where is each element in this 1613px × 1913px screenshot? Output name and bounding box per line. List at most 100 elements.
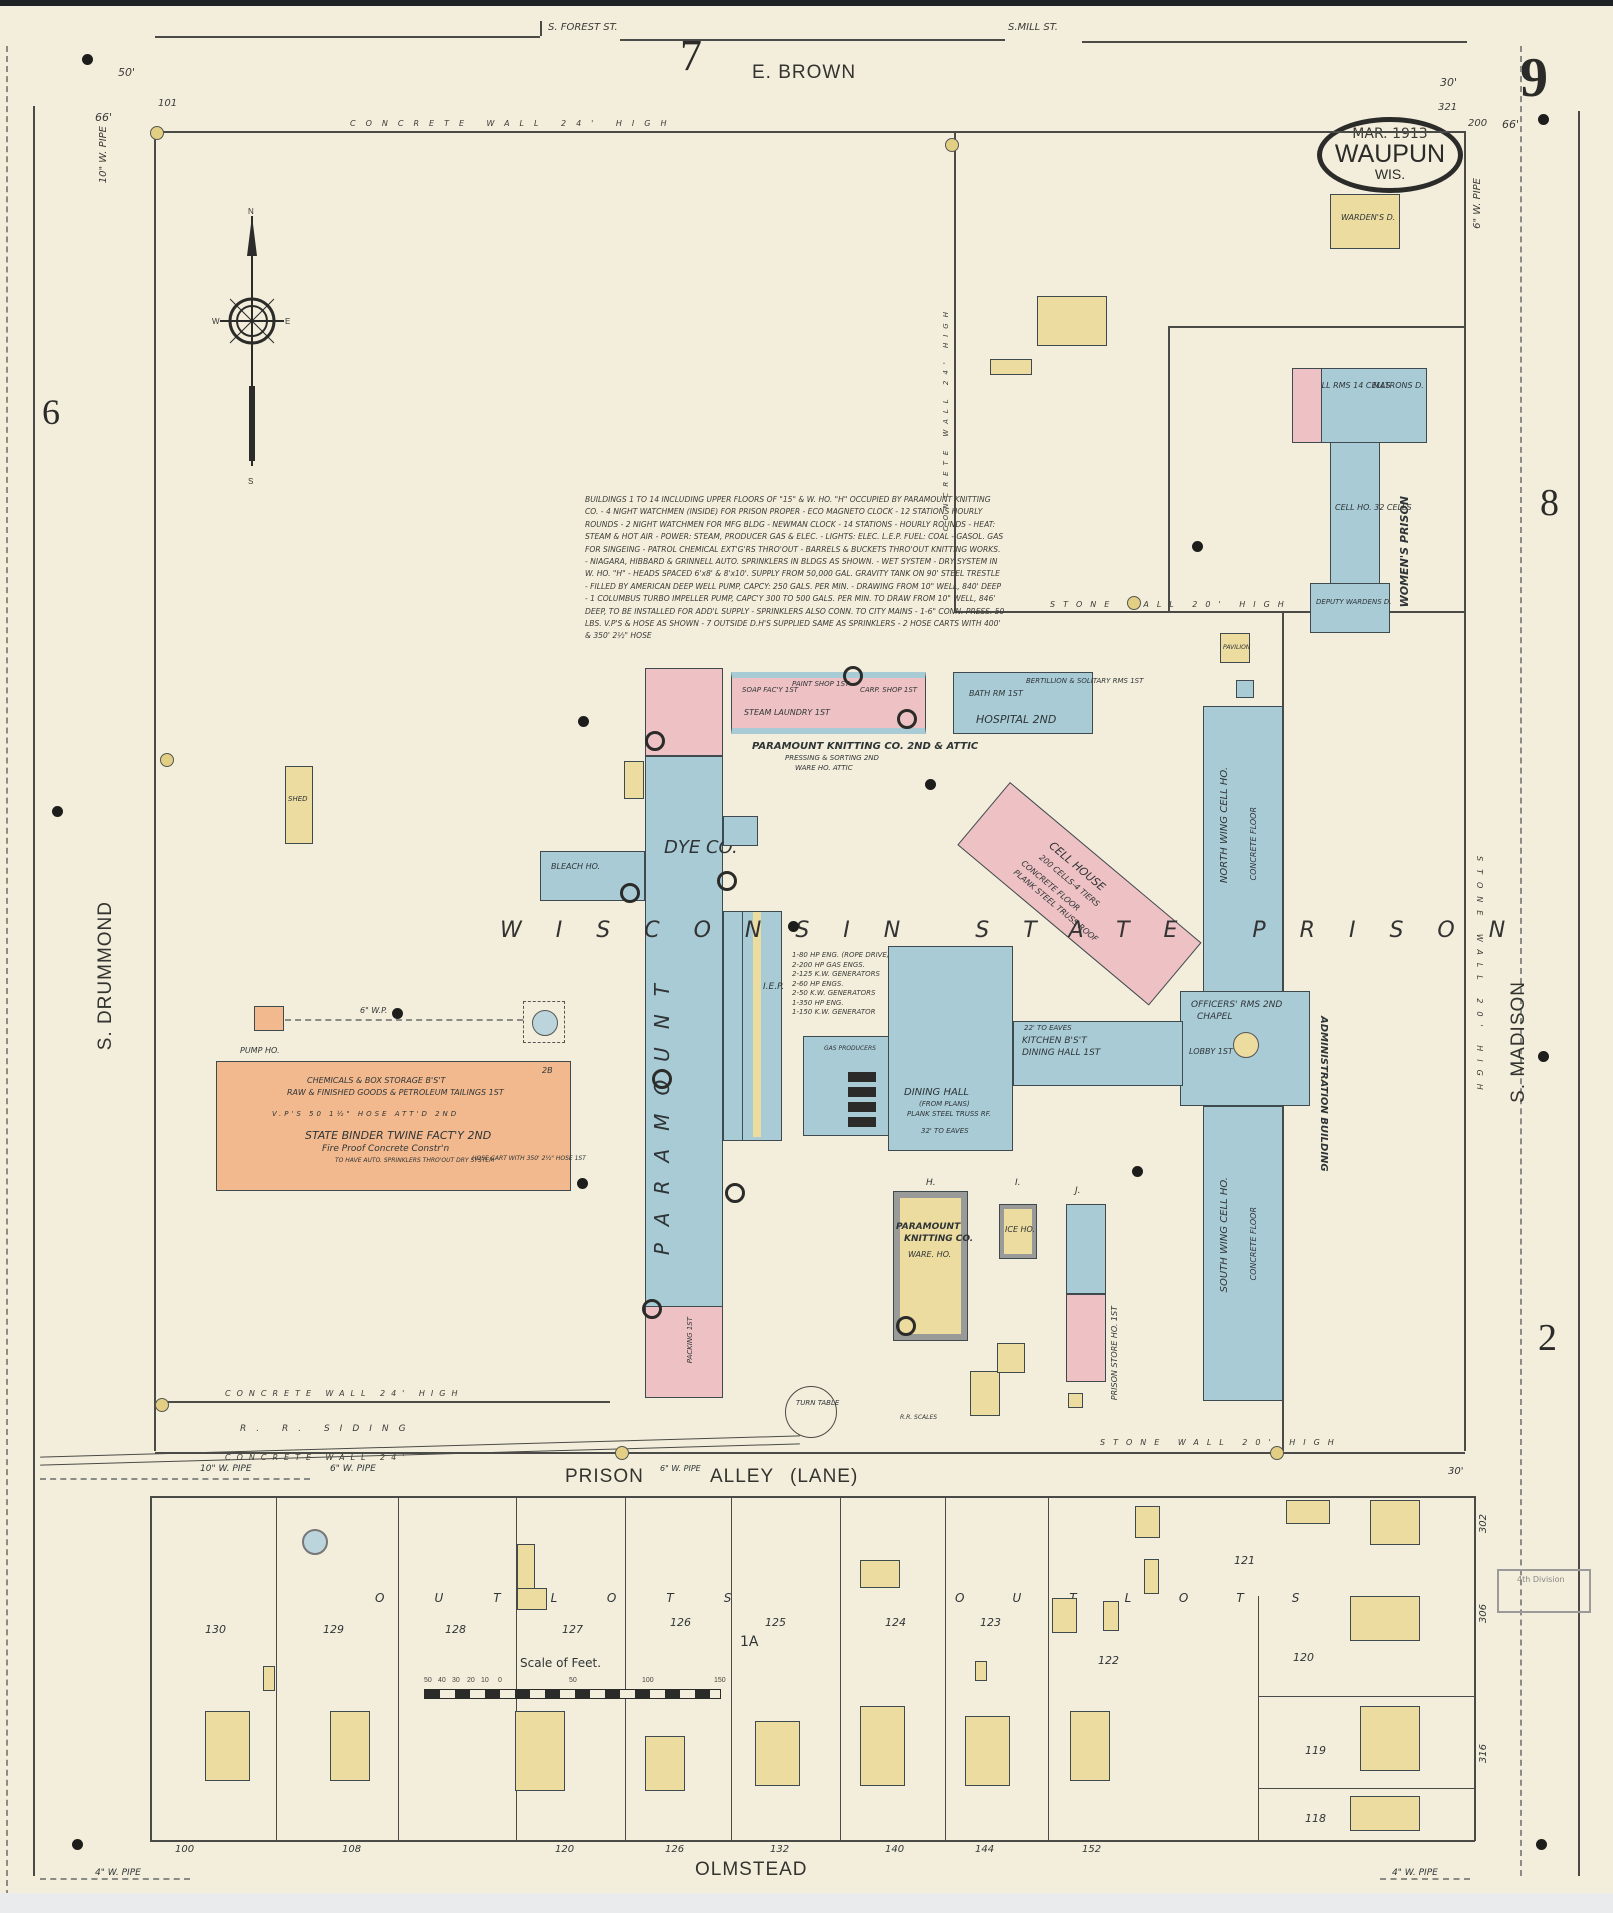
address-label: 101 — [158, 98, 178, 109]
gravity-tank-trestle — [523, 1001, 565, 1043]
building-label: DEPUTY WARDENS D. — [1316, 598, 1392, 606]
wall-label: STONE WALL 20' HIGH — [1475, 856, 1484, 1098]
boiler-icon — [848, 1117, 876, 1127]
stamp-text: 4th Division — [1517, 1575, 1565, 1584]
building-label: DYE CO. — [664, 837, 738, 858]
building-label: SHED — [288, 795, 308, 803]
compass-rose: N S W E — [212, 206, 292, 486]
building-dwelling — [517, 1588, 547, 1610]
building-label: SOAP FAC'Y 1ST — [742, 686, 799, 694]
wall-label: CONCRETE WALL 24' HIGH — [225, 1389, 464, 1398]
building-label: (FROM PLANS) — [919, 1100, 970, 1108]
building-dwelling — [1350, 1596, 1420, 1641]
letter: S — [1291, 1591, 1348, 1605]
alley-name-2: ALLEY — [710, 1466, 775, 1487]
building-label: SOUTH WING CELL HO. — [1219, 1177, 1230, 1293]
scale-tick: 0 — [498, 1677, 502, 1684]
top-boundary-line — [155, 36, 540, 38]
building-deputy-wardens: DEPUTY WARDENS D. — [1310, 583, 1392, 633]
water-pipe — [285, 1019, 523, 1021]
building-dwelling — [1360, 1706, 1420, 1771]
map-sheet: S. FOREST ST. S.MILL ST. 7 E. BROWN 9 6 … — [0, 6, 1613, 1896]
lot-line — [731, 1496, 732, 1841]
building-label: RAW & FINISHED GOODS & PETROLEUM TAILING… — [287, 1088, 504, 1097]
address-label: 132 — [770, 1844, 790, 1855]
fire-hydrant-icon — [1538, 1051, 1549, 1062]
building-label: CARP. SHOP 1ST — [860, 686, 918, 694]
outlot-number: 130 — [205, 1623, 226, 1636]
lot-line — [398, 1496, 399, 1841]
address-label: 108 — [342, 1844, 362, 1855]
bridge — [753, 912, 761, 1137]
boiler-icon — [848, 1087, 876, 1097]
dimension-label: 30' — [1440, 76, 1458, 89]
scale-tick: 30 — [452, 1677, 460, 1684]
equipment-line: 2-60 HP ENGS. — [792, 979, 844, 988]
outlots-label: OUTLOTS — [375, 1591, 781, 1605]
building-paramount-knitting-works: DYE CO. — [645, 756, 738, 1326]
wall-north — [154, 131, 1464, 133]
wall-label: STONE WALL 20' HIGH — [1050, 600, 1292, 609]
pipe-label: 6" W. PIPE — [660, 1464, 701, 1473]
street-west: S. DRUMMOND — [95, 901, 116, 1051]
fire-hydrant-icon — [1132, 1166, 1143, 1177]
outlot-number: 122 — [1098, 1654, 1119, 1667]
building-label: I.E.P. — [763, 982, 785, 992]
lot-line — [945, 1496, 946, 1841]
paramount-vertical-label: PARAMOUNT — [650, 966, 674, 1256]
building-tobacco-factory — [1066, 1294, 1106, 1382]
letter: S — [723, 1591, 782, 1605]
building-north-wing-cell-house: NORTH WING CELL HO. CONCRETE FLOOR — [1203, 706, 1283, 1006]
top-boundary-line — [620, 39, 1005, 41]
building-coal-shed — [997, 1343, 1025, 1373]
building-label: CELL RMS 14 CELLS — [1311, 381, 1391, 390]
building-administration: OFFICERS' RMS 2ND CHAPEL LOBBY 1ST — [1180, 991, 1310, 1106]
letter: U — [434, 1591, 494, 1605]
block-number: 1A — [740, 1634, 759, 1650]
block-boundary-north — [150, 1496, 1475, 1498]
pipe-label: 10" W. PIPE — [98, 126, 109, 184]
guard-house-icon — [1127, 596, 1141, 610]
building-dwelling — [860, 1706, 905, 1786]
lot-line — [276, 1496, 277, 1841]
letter: T — [666, 1591, 724, 1605]
scale-tick: 50 — [424, 1677, 432, 1684]
building-dwelling — [515, 1711, 565, 1791]
fire-hydrant-icon — [1538, 114, 1549, 125]
building-womens-cell-house: CELL HO. 32 CELLS — [1330, 442, 1412, 602]
building-label: CHAPEL — [1197, 1012, 1233, 1022]
building-ice-house: ICE HO. — [999, 1204, 1037, 1259]
building-label: KITCHEN B'S'T — [1022, 1036, 1087, 1046]
wall-south-inner — [155, 1401, 610, 1403]
street-north: E. BROWN — [752, 62, 857, 83]
building-label: DINING HALL — [904, 1087, 969, 1098]
letter: U — [1012, 1591, 1070, 1605]
building-dwelling — [1286, 1500, 1330, 1524]
prison-store-label: PRISON STORE HO. 1ST — [1110, 1306, 1119, 1401]
address-label: 152 — [1082, 1844, 1102, 1855]
lot-line — [1258, 1596, 1259, 1841]
wall-east — [1464, 131, 1466, 1451]
sheet-number: 9 — [1520, 47, 1548, 109]
address-label: 140 — [885, 1844, 905, 1855]
edge-dash — [1520, 46, 1522, 1876]
lot-line — [516, 1496, 517, 1841]
auto-sprinkler-icon — [620, 883, 640, 903]
paramount-upper-sub: WARE HO. ATTIC — [795, 764, 853, 772]
auto-sprinkler-icon — [897, 709, 917, 729]
building-letter: I. — [1015, 1178, 1021, 1188]
lot-line — [840, 1496, 841, 1841]
address-label: 306 — [1478, 1604, 1489, 1624]
auto-sprinkler-icon — [717, 871, 737, 891]
building-dwelling — [330, 1711, 370, 1781]
building-dwelling — [1144, 1559, 1159, 1594]
fire-hydrant-icon — [1192, 541, 1203, 552]
wall-label: CONCRETE WALL 24' HIGH — [350, 119, 677, 128]
scale-title: Scale of Feet. — [520, 1656, 602, 1670]
building-dwelling — [1370, 1500, 1420, 1545]
fire-hydrant-icon — [788, 921, 799, 932]
scale-tick: 20 — [467, 1677, 475, 1684]
building-label: KNITTING CO. — [904, 1234, 974, 1244]
building-warehouse-h: PARAMOUNT KNITTING CO. WARE. HO. — [893, 1191, 973, 1341]
building-state-binder-twine-factory: CHEMICALS & BOX STORAGE B'S'T RAW & FINI… — [216, 1061, 586, 1191]
